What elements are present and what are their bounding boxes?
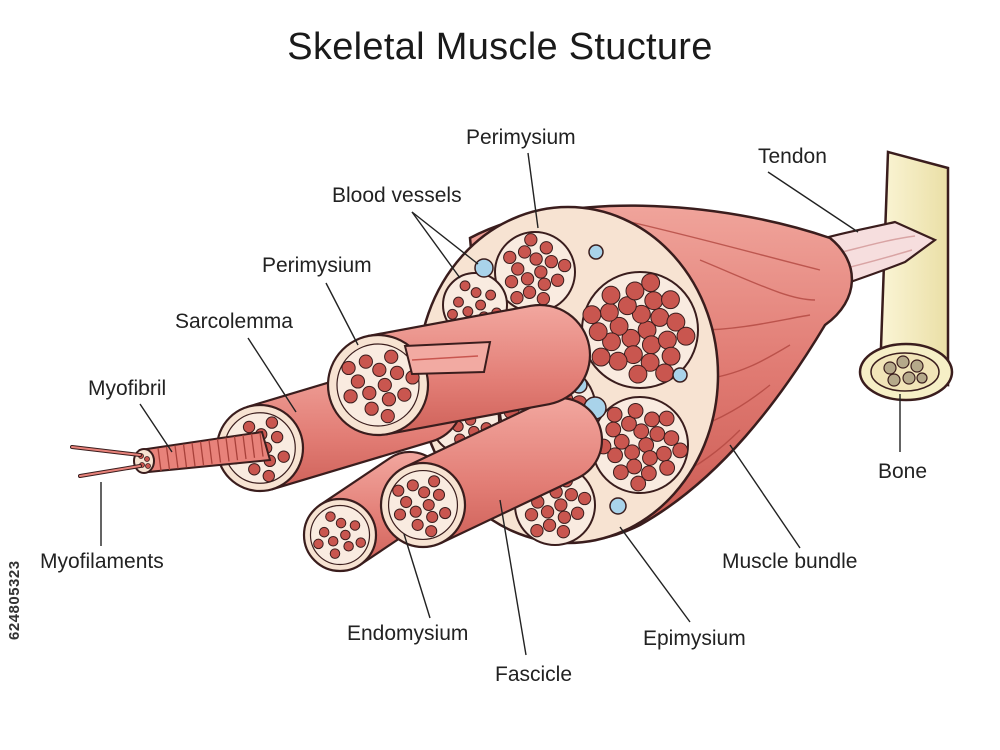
stock-id: 624805323 xyxy=(6,560,23,640)
label-myofibril: Myofibril xyxy=(88,377,167,400)
label-bone: Bone xyxy=(878,460,928,483)
label-blood-vessels: Blood vessels xyxy=(332,184,462,207)
label-myofilaments: Myofilaments xyxy=(40,550,164,573)
bone-shape xyxy=(858,150,954,402)
label-endomysium: Endomysium xyxy=(347,622,469,645)
label-tendon: Tendon xyxy=(758,145,827,168)
label-perimysium-mid: Perimysium xyxy=(262,254,372,277)
label-epimysium: Epimysium xyxy=(643,627,746,650)
label-fascicle: Fascicle xyxy=(495,663,573,686)
label-muscle-bundle: Muscle bundle xyxy=(722,550,858,573)
myofilament-strands xyxy=(70,445,142,478)
page-title: Skeletal Muscle Stucture xyxy=(287,26,713,68)
leader-lines xyxy=(100,152,901,656)
fascicle-tubes xyxy=(215,303,604,573)
label-sarcolemma: Sarcolemma xyxy=(175,310,293,333)
label-perimysium-top: Perimysium xyxy=(466,126,576,149)
